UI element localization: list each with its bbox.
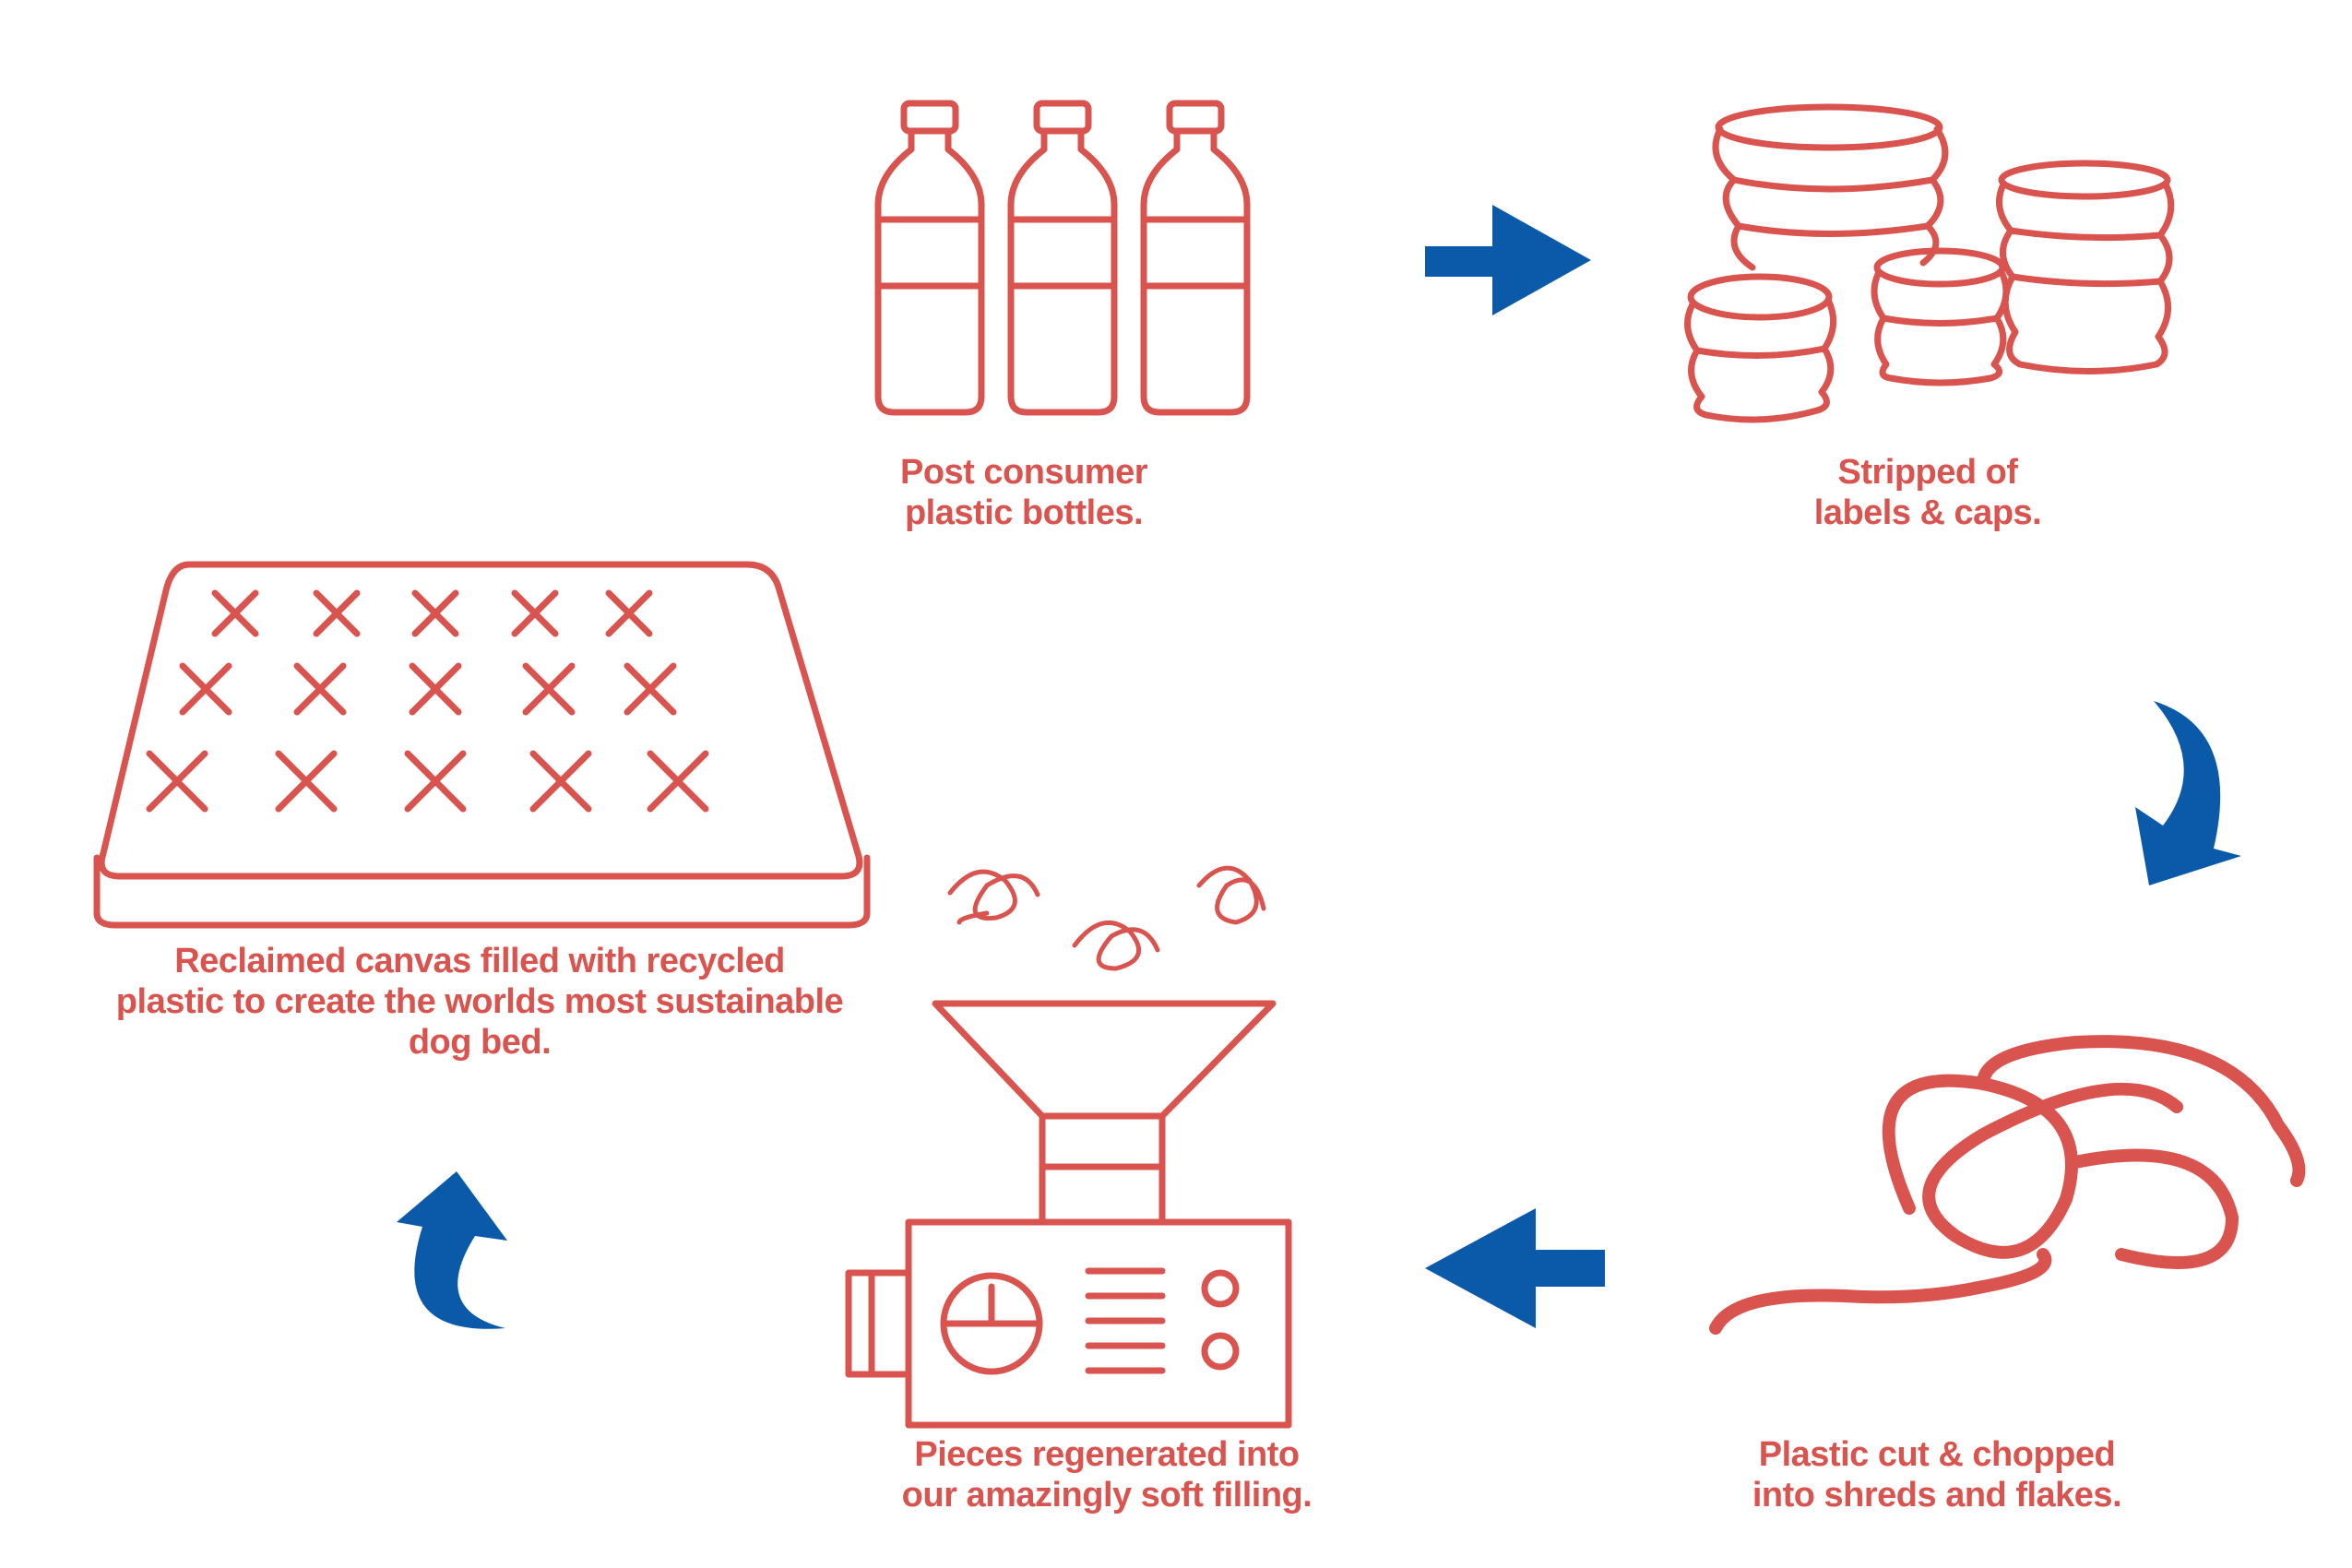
arrow-left-icon [1425, 1208, 1605, 1328]
caption-step-bottles: Post consumer plastic bottles. [830, 452, 1218, 533]
caption-line: Pieces regenerated into [914, 1435, 1300, 1474]
caption-step-regenerated: Pieces regenerated into our amazingly so… [821, 1434, 1393, 1515]
caption-line: Stripped of [1837, 453, 2018, 492]
caption-line: Reclaimed canvas filled with recycled [174, 942, 785, 980]
caption-line: labels & caps. [1813, 493, 2042, 532]
plastic-shreds-icon [1709, 1035, 2306, 1335]
stripped-bottles-icon [1684, 103, 2175, 423]
plastic-bottles-icon [874, 100, 1247, 416]
caption-step-stripped: Stripped of labels & caps. [1734, 452, 2121, 533]
caption-line: plastic bottles. [904, 493, 1144, 532]
caption-step-shredded: Plastic cut & chopped into shreds and fl… [1706, 1434, 2168, 1515]
grinder-machine-icon [845, 865, 1292, 1429]
caption-line: our amazingly soft filling. [901, 1476, 1313, 1515]
caption-line: plastic to create the worlds most sustai… [115, 982, 844, 1021]
dog-bed-icon [93, 561, 871, 929]
arrow-right-icon [1425, 205, 1591, 315]
caption-step-bed: Reclaimed canvas filled with recycled pl… [55, 941, 904, 1063]
caption-line: into shreds and flakes. [1752, 1476, 2122, 1515]
caption-line: Post consumer [899, 453, 1148, 492]
caption-line: dog bed. [408, 1023, 552, 1062]
arrow-curve-up-icon [397, 1171, 507, 1329]
caption-line: Plastic cut & chopped [1758, 1435, 2116, 1474]
arrow-curve-down-icon [2135, 701, 2241, 885]
flake-particles-icon [947, 865, 1266, 971]
